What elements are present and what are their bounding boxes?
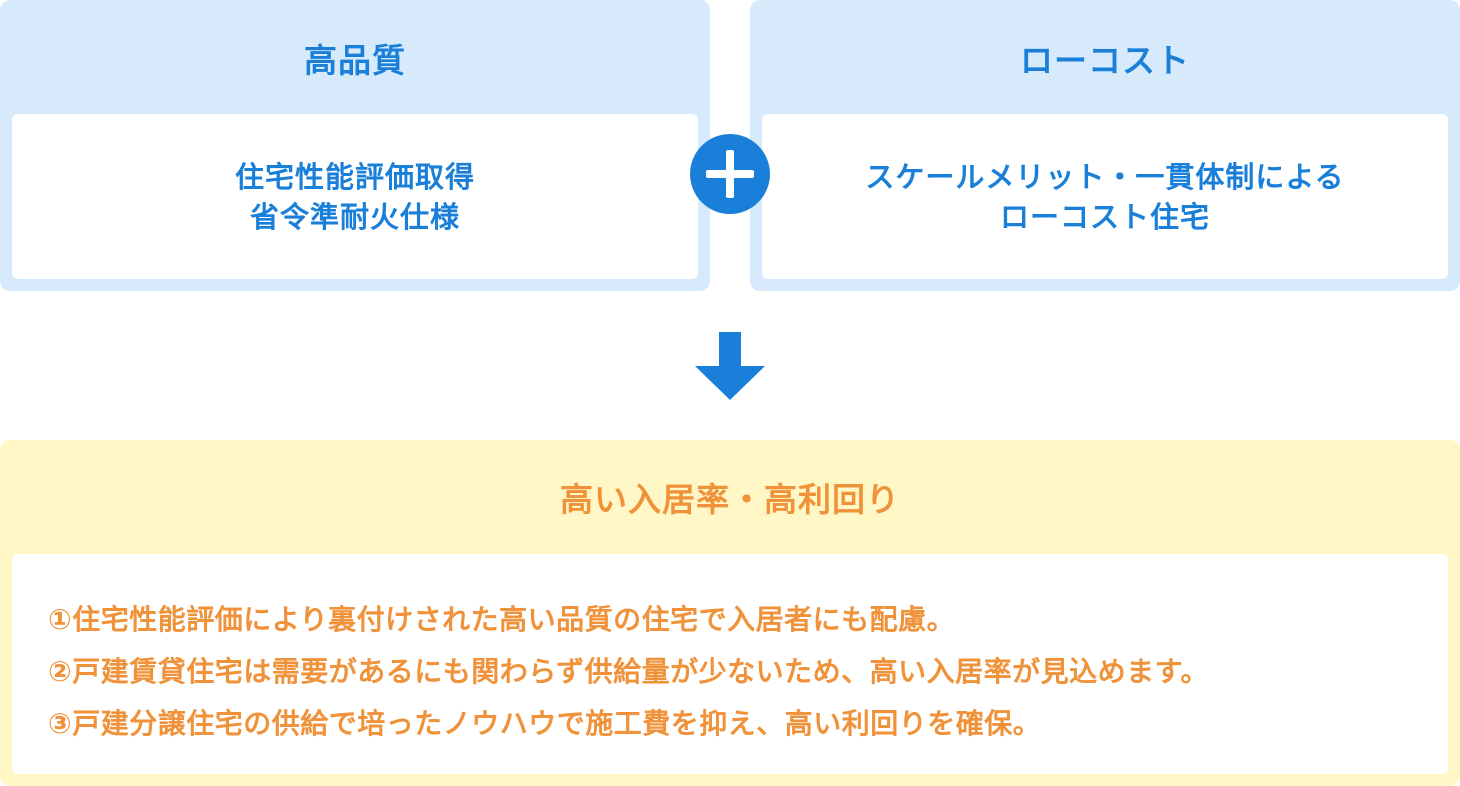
low-cost-line-2: ローコスト住宅 (999, 199, 1210, 234)
high-quality-title: 高品質 (304, 41, 406, 80)
result-panel: 高い入居率・高利回り ①住宅性能評価により裏付けされた高い品質の住宅で入居者にも… (0, 440, 1460, 786)
high-quality-panel: 高品質 住宅性能評価取得 省令準耐火仕様 (0, 0, 710, 291)
result-title: 高い入居率・高利回り (560, 480, 900, 519)
result-item-3: ③戸建分譲住宅の供給で培ったノウハウで施工費を抑え、高い利回りを確保。 (48, 707, 1042, 740)
result-body: ①住宅性能評価により裏付けされた高い品質の住宅で入居者にも配慮。 ②戸建賃貸住宅… (12, 554, 1448, 774)
low-cost-title: ローコスト (1020, 41, 1190, 80)
high-quality-line-2: 省令準耐火仕様 (249, 199, 460, 234)
low-cost-panel: ローコスト スケールメリット・一貫体制による ローコスト住宅 (750, 0, 1460, 291)
high-quality-text: 住宅性能評価取得 省令準耐火仕様 (235, 157, 475, 237)
result-list: ①住宅性能評価により裏付けされた高い品質の住宅で入居者にも配慮。 ②戸建賃貸住宅… (48, 594, 1209, 750)
result-item-2: ②戸建賃貸住宅は需要があるにも関わらず供給量が少ないため、高い入居率が見込めます… (48, 655, 1209, 688)
result-item-1: ①住宅性能評価により裏付けされた高い品質の住宅で入居者にも配慮。 (48, 603, 956, 636)
low-cost-line-1: スケールメリット・一貫体制による (865, 159, 1345, 194)
plus-icon (690, 134, 770, 214)
low-cost-body: スケールメリット・一貫体制による ローコスト住宅 (762, 114, 1448, 279)
arrow-down-icon (695, 332, 765, 400)
high-quality-line-1: 住宅性能評価取得 (234, 159, 475, 194)
high-quality-body: 住宅性能評価取得 省令準耐火仕様 (12, 114, 698, 279)
low-cost-text: スケールメリット・一貫体制による ローコスト住宅 (865, 157, 1344, 237)
